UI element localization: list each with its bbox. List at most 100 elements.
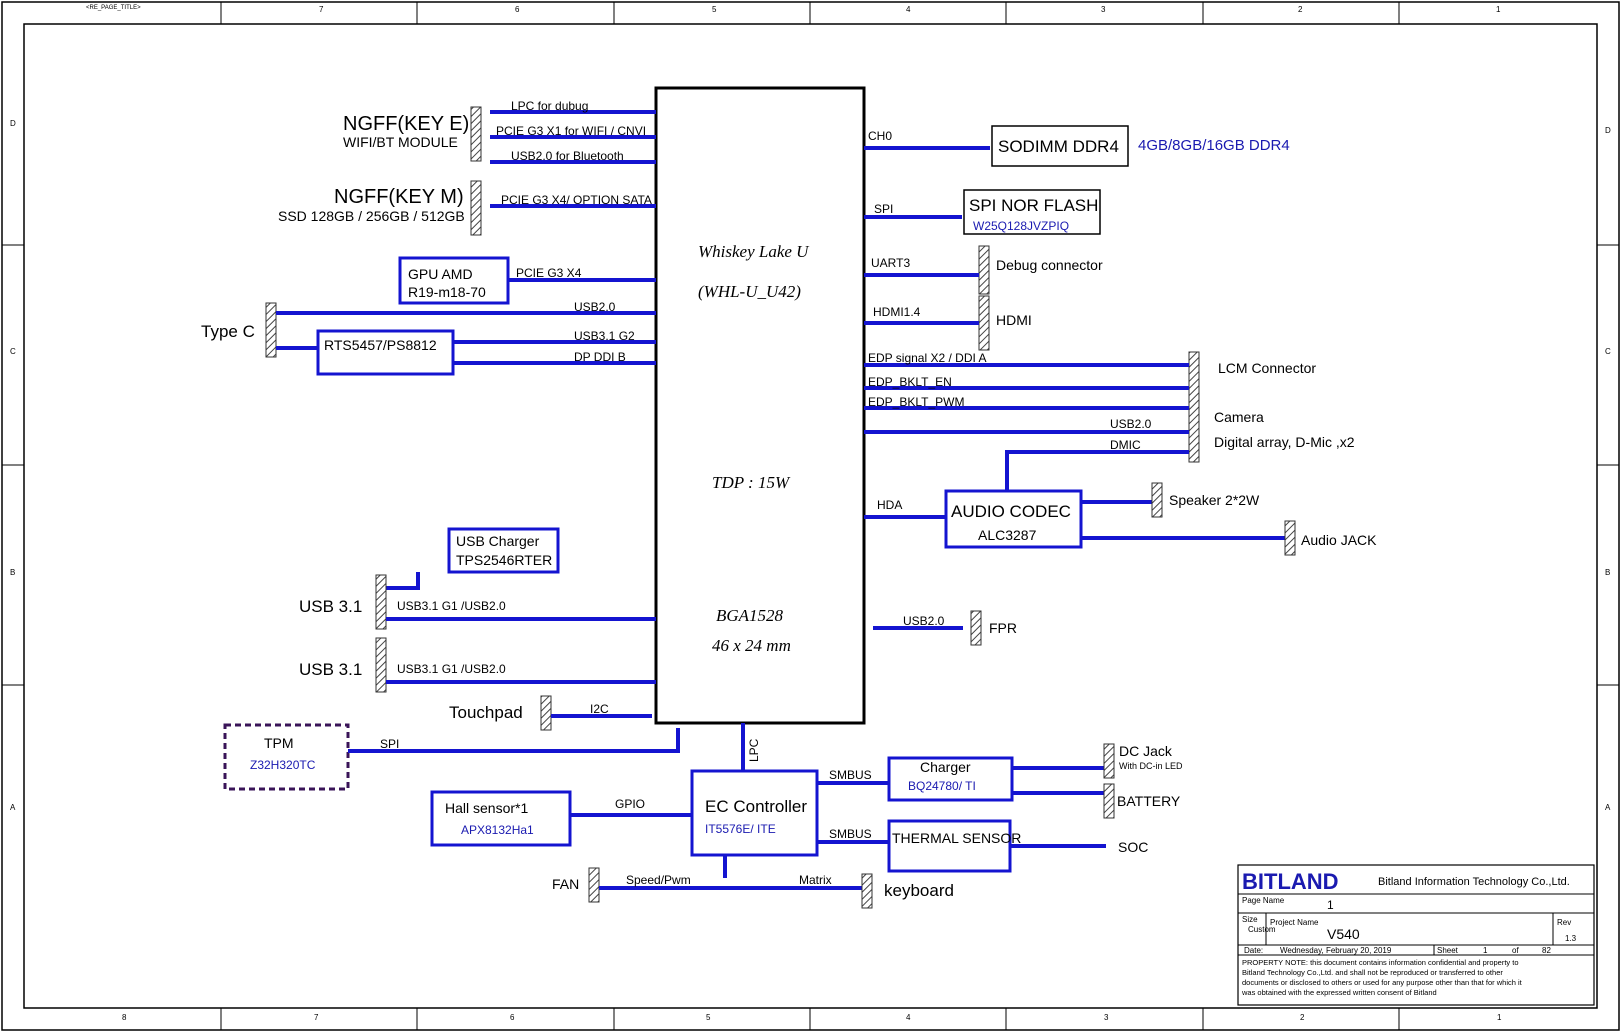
audio-codec-part: ALC3287 (978, 527, 1037, 543)
frame-row-b-left: B (10, 568, 15, 577)
debug-signal: UART3 (871, 256, 910, 270)
frame-col-bottom-6: 6 (510, 1013, 515, 1022)
lcm-signal-bklt-pwm: EDP_BKLT_PWM (868, 395, 964, 409)
hdmi-connector (978, 295, 990, 351)
keyboard-connector (861, 873, 873, 909)
sheet-label: Sheet (1437, 946, 1459, 955)
ngff-e-title: NGFF(KEY E) (343, 113, 469, 135)
dc-jack-connector (1103, 743, 1115, 779)
frame-col-bottom-5: 5 (706, 1013, 711, 1022)
lcm-signal-edp: EDP signal X2 / DDI A (868, 351, 987, 365)
frame-col-top-4: 4 (906, 5, 911, 14)
property-note-line4: was obtained with the expressed written … (1241, 988, 1437, 997)
usb-charger-link (385, 572, 420, 590)
lcm-signal-bklt-en: EDP_BKLT_EN (868, 375, 952, 389)
frame-row-a-right: A (1605, 803, 1611, 812)
thermal-sensor-box (887, 819, 1012, 873)
sheet-of-label: of (1512, 946, 1519, 955)
gpio-signal: GPIO (615, 797, 645, 811)
rev-label: Rev (1557, 918, 1571, 927)
ngff-e-signal-lpc: LPC for dubug (511, 99, 588, 113)
camera-signal: USB2.0 (1110, 417, 1152, 431)
audio-jack-label: Audio JACK (1301, 532, 1377, 548)
fpr-label: FPR (989, 620, 1017, 636)
frame-col-top-6: 6 (515, 5, 520, 14)
charger-box (887, 756, 1014, 802)
usb31-a-title: USB 3.1 (299, 597, 362, 616)
frame-col-bottom-1: 1 (1497, 1013, 1502, 1022)
frame-row-d-right: D (1605, 126, 1611, 135)
tpm-part: Z32H320TC (250, 758, 316, 772)
ngff-m-signal: PCIE G3 X4/ OPTION SATA (501, 193, 652, 207)
fan-label: FAN (552, 876, 579, 892)
rts-box (316, 329, 455, 376)
usb-charger-line1: USB Charger (456, 533, 540, 549)
rev-value: 1.3 (1565, 934, 1577, 943)
touchpad-connector (540, 695, 552, 731)
dc-jack-sublabel: With DC-in LED (1119, 761, 1183, 771)
audio-codec-title: AUDIO CODEC (951, 502, 1071, 521)
dmic-bus (1005, 450, 1189, 490)
matrix-signal: Matrix (799, 873, 832, 887)
lcm-label: LCM Connector (1218, 360, 1316, 376)
spi-flash-box (963, 189, 1101, 235)
tpm-title: TPM (264, 735, 294, 751)
sodimm-signal: CH0 (868, 129, 892, 143)
ngff-m-title: NGFF(KEY M) (334, 186, 464, 208)
hdmi-label: HDMI (996, 312, 1032, 328)
lcm-connector (1188, 351, 1200, 463)
gpu-line2: R19-m18-70 (408, 284, 486, 300)
audio-codec-box (944, 489, 1083, 549)
fan-connector (588, 867, 600, 903)
spi-flash-label: SPI NOR FLASH (969, 196, 1098, 215)
frame-top-label: <RE_PAGE_TITLE> (86, 5, 141, 11)
hda-signal: HDA (877, 498, 902, 512)
fpr-signal: USB2.0 (903, 614, 945, 628)
type-c-signal-usb2: USB2.0 (574, 300, 616, 314)
frame-col-top-5: 5 (712, 5, 717, 14)
page-name-label: Page Name (1242, 896, 1285, 905)
cpu-variant: (WHL-U_U42) (698, 282, 801, 301)
ngff-e-signal-pcie: PCIE G3 X1 for WIFI / CNVI (496, 124, 646, 138)
rts-signal-usb31: USB3.1 G2 (574, 329, 635, 343)
camera-label: Camera (1214, 409, 1264, 425)
project-name-label: Project Name (1270, 918, 1319, 927)
project-name-value: V540 (1327, 926, 1360, 942)
ngff-e-subtitle: WIFI/BT MODULE (343, 134, 458, 150)
digital-array-label: Digital array, D-Mic ,x2 (1214, 434, 1355, 450)
speed-signal: Speed/Pwm (626, 873, 691, 887)
property-note-line3: documents or disclosed to others or used… (1242, 978, 1523, 987)
title-block (1237, 864, 1595, 1006)
property-note-line1: PROPERTY NOTE: this document contains in… (1242, 958, 1519, 967)
gpu-line1: GPU AMD (408, 266, 473, 282)
soc-label: SOC (1118, 839, 1148, 855)
debug-label: Debug connector (996, 257, 1103, 273)
frame-col-bottom-7: 7 (314, 1013, 319, 1022)
frame-col-top-3: 3 (1101, 5, 1106, 14)
usb31-b-signal: USB3.1 G1 /USB2.0 (397, 662, 506, 676)
ngff-m-connector (470, 180, 482, 236)
touchpad-title: Touchpad (449, 703, 523, 722)
lpc-signal: LPC (747, 738, 761, 762)
smbus2-signal: SMBUS (829, 827, 872, 841)
tpm-bus (348, 728, 680, 753)
type-c-connector (265, 302, 277, 358)
frame-col-bottom-4: 4 (906, 1013, 911, 1022)
charger-title: Charger (920, 759, 971, 775)
frame-col-top-7: 7 (319, 5, 324, 14)
ngff-e-connector (470, 106, 482, 162)
smbus1-signal: SMBUS (829, 768, 872, 782)
ngff-e-signal-usb: USB2.0 for Bluetooth (511, 149, 624, 163)
tpm-signal: SPI (380, 737, 399, 751)
tpm-box (223, 723, 350, 791)
cpu-package: BGA1528 (716, 606, 784, 625)
battery-label: BATTERY (1117, 793, 1181, 809)
usb31-b-connector (375, 637, 387, 693)
frame-row-a-left: A (10, 803, 16, 812)
dc-jack-label: DC Jack (1119, 743, 1173, 759)
property-note-line2: Bitland Technology Co.,Ltd. and shall no… (1242, 968, 1503, 977)
spi-flash-signal: SPI (874, 202, 893, 216)
cpu-tdp: TDP : 15W (712, 473, 791, 492)
speaker-connector (1151, 482, 1163, 518)
battery-connector (1103, 783, 1115, 819)
